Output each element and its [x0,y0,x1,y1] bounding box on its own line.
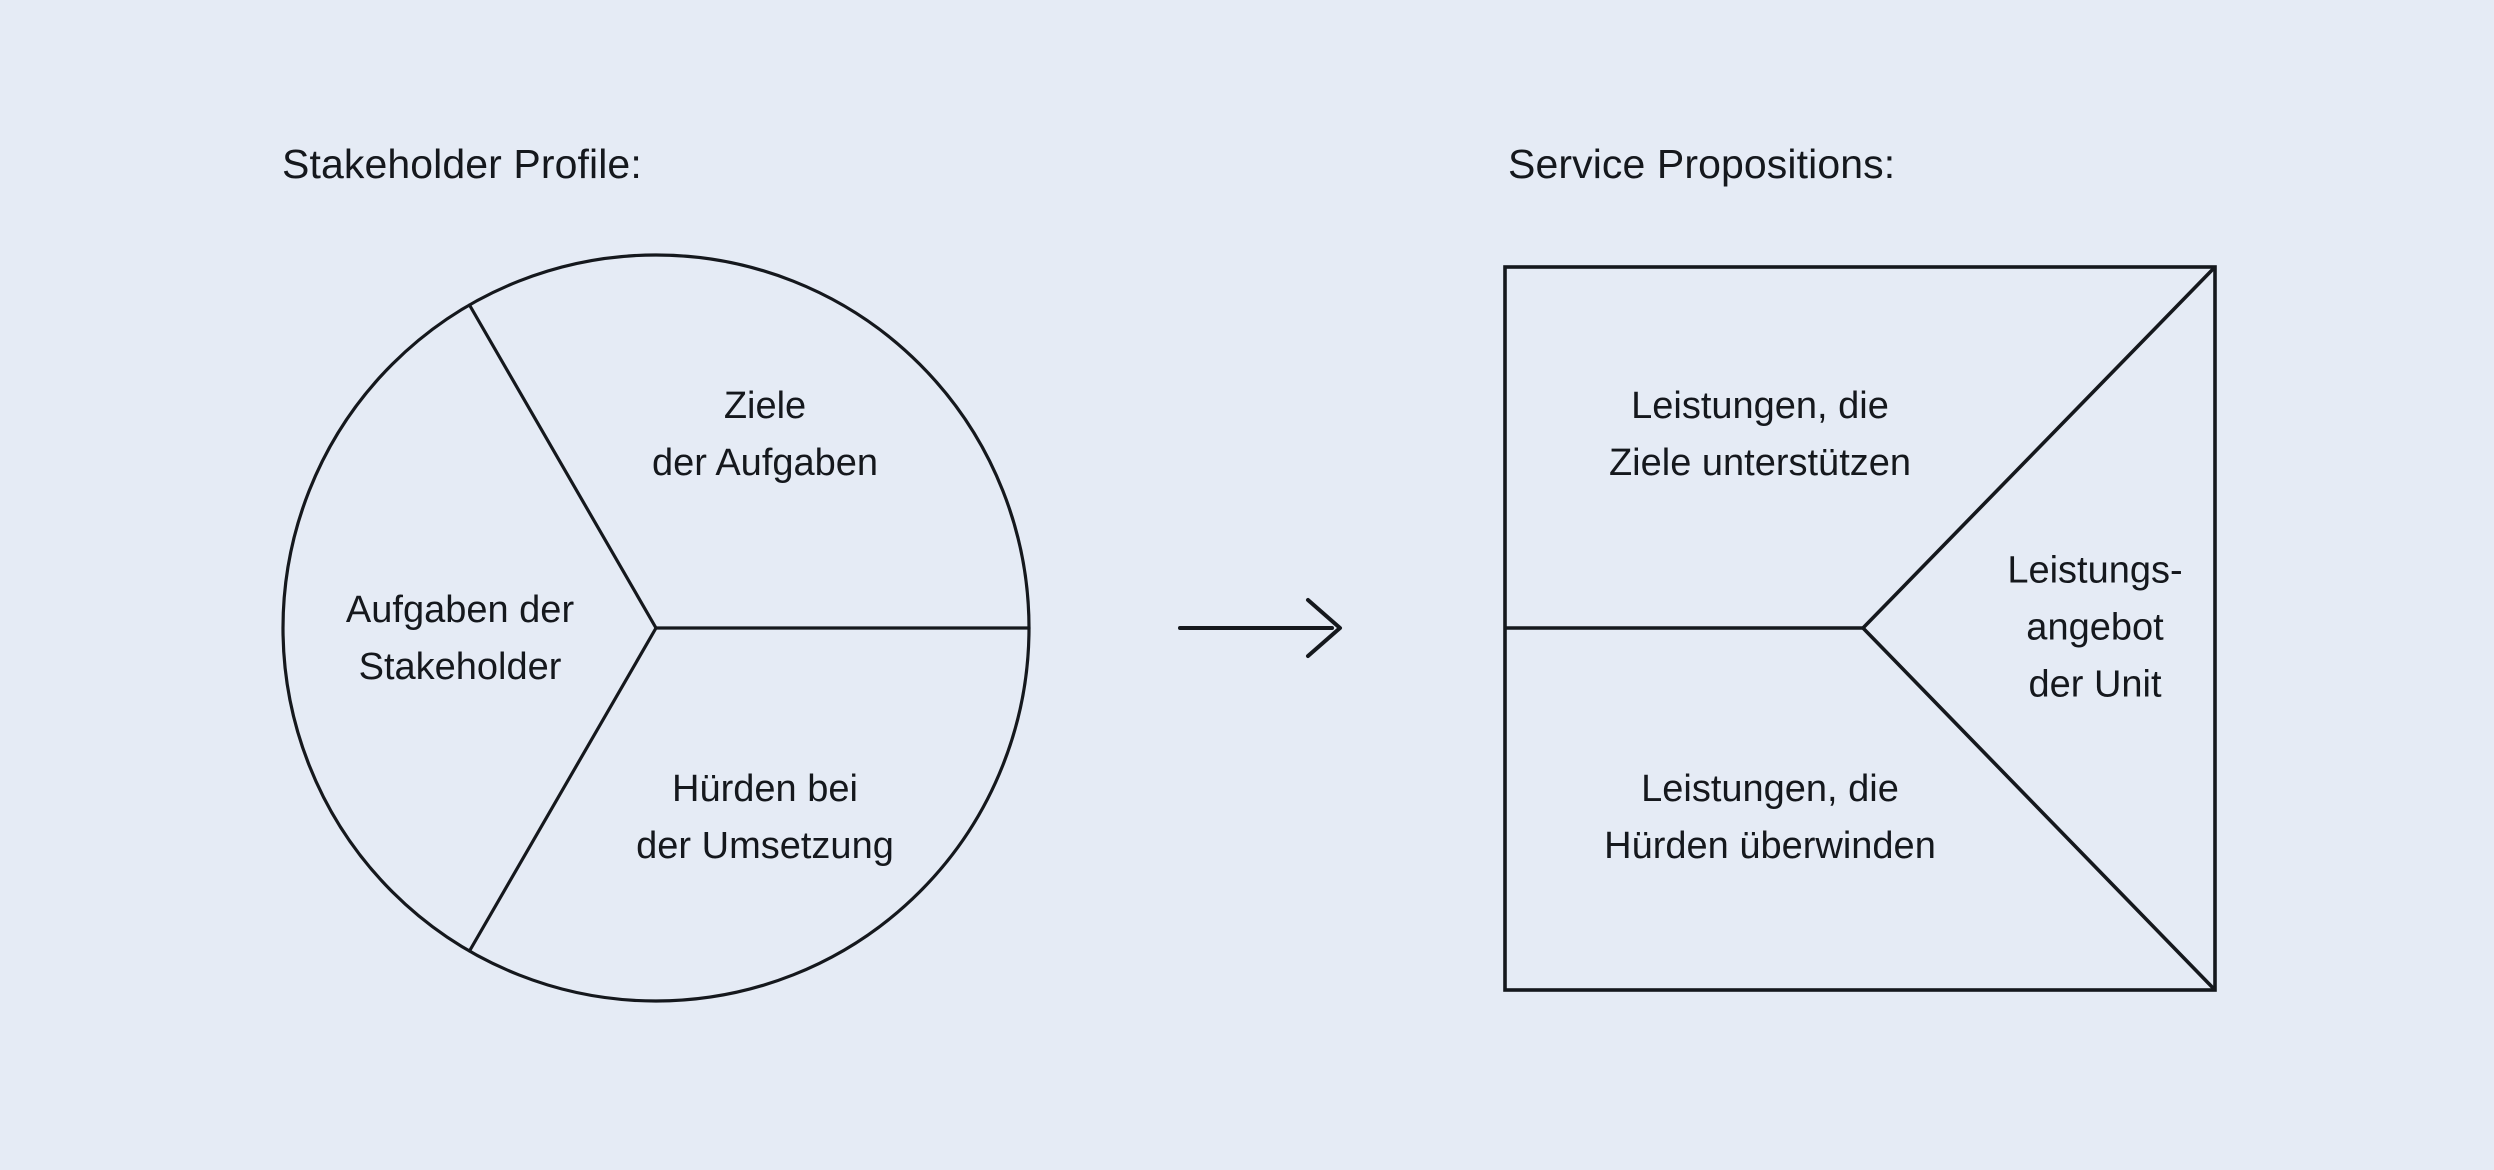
sector-divider-lower-left [467,626,658,953]
square-segment-label-leistungen-huerden: Leistungen, die Hürden überwinden [1604,768,1936,867]
square-divider-diagonal-down [1861,626,2217,992]
circle-segment-label-huerden-bei-der-umsetzung: Hürden bei der Umsetzung [636,768,894,867]
arrow-head [1306,598,1342,658]
page-title-service-propositions: Service Propositions: [1508,141,1896,187]
circle-segment-label-ziele-der-aufgaben: Ziele der Aufgaben [651,385,879,484]
square-divider-diagonal-up [1861,265,2217,630]
square-segment-label-leistungen-ziele: Leistungen, die Ziele unterstützen [1608,385,1912,484]
service-square-group [1503,265,2217,992]
page-title-stakeholder-profile: Stakeholder Profile: [282,141,642,187]
sector-divider-upper-left [467,303,658,630]
stakeholder-circle-group [281,253,1031,1003]
circle-segment-label-aufgaben-der-stakeholder: Aufgaben der Stakeholder [345,589,575,688]
square-segment-label-leistungsangebot-der-unit: Leistungs- angebot der Unit [2007,549,2183,706]
arrow-right-icon [1178,598,1342,658]
